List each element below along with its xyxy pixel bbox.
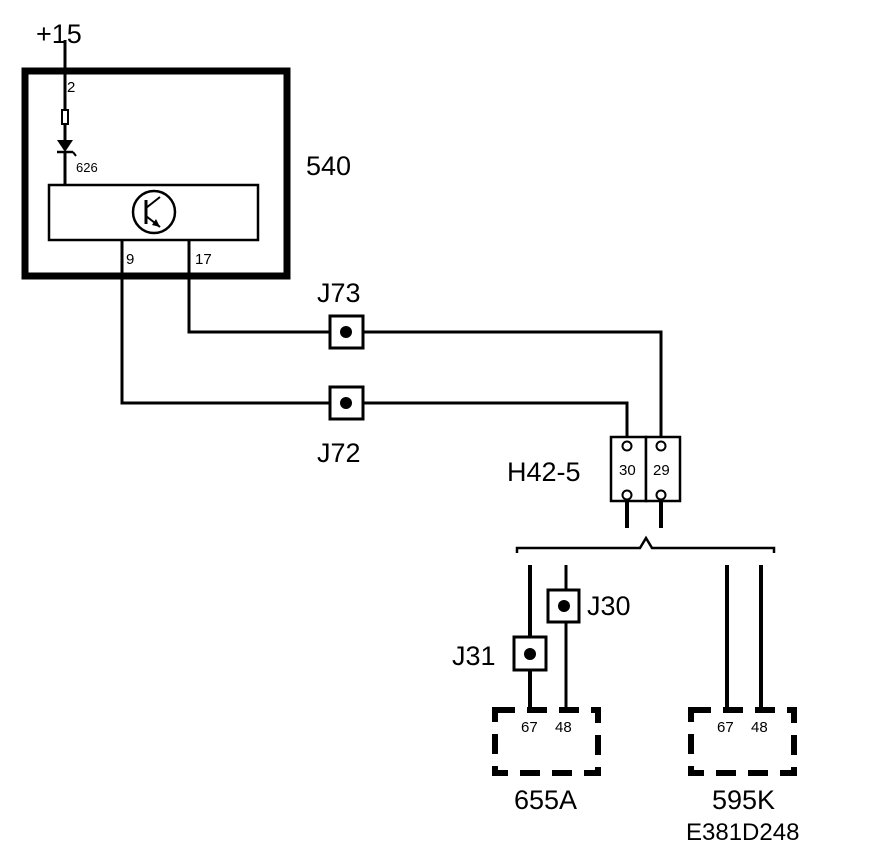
- distribution-brace: [515, 535, 776, 553]
- device-595k-label: 595K: [712, 785, 775, 815]
- connector-contact: [655, 489, 667, 501]
- device-655a-pin-2: 48: [555, 719, 572, 736]
- module-pin-left-label: 9: [126, 251, 134, 268]
- junction-j31-label: J31: [452, 641, 496, 671]
- drawing-ref-label: E381D248: [686, 819, 799, 846]
- junction-j72-label: J72: [317, 438, 361, 468]
- wire-pin17-to-h42-29: [187, 276, 663, 442]
- device-595k-pin-2: 48: [751, 719, 768, 736]
- wire-pin9-to-h42-30: [120, 276, 629, 442]
- device-655a-box: [492, 707, 601, 776]
- junction-j72-dot: [340, 397, 352, 409]
- diode-ref-label: 626: [76, 160, 98, 175]
- supply-label: +15: [36, 19, 82, 49]
- junction-j30-dot: [558, 600, 570, 612]
- junction-j30-label: J30: [587, 591, 631, 621]
- connector-pin-b-label: 29: [653, 462, 670, 479]
- device-655a-label: 655A: [514, 785, 577, 815]
- device-655a-pin-1: 67: [521, 719, 538, 736]
- module-540-box: [21, 67, 291, 280]
- junction-j73-label: J73: [317, 278, 361, 308]
- connector-id-label: H42-5: [507, 457, 581, 487]
- connector-pin-a-label: 30: [619, 462, 636, 479]
- connector-contact: [621, 440, 633, 452]
- module-pin-right-label: 17: [195, 251, 212, 268]
- device-595k-pin-1: 67: [717, 719, 734, 736]
- junction-j31-dot: [524, 648, 536, 660]
- junction-j73-dot: [340, 326, 352, 338]
- connector-contact: [621, 489, 633, 501]
- fuse-icon: [61, 109, 69, 125]
- connector-contact: [655, 440, 667, 452]
- module-pin-supply-label: 2: [67, 79, 75, 96]
- module-id-label: 540: [306, 151, 351, 181]
- transistor-icon: [131, 189, 177, 235]
- driver-block: [47, 183, 260, 242]
- device-595k-box: [688, 707, 797, 776]
